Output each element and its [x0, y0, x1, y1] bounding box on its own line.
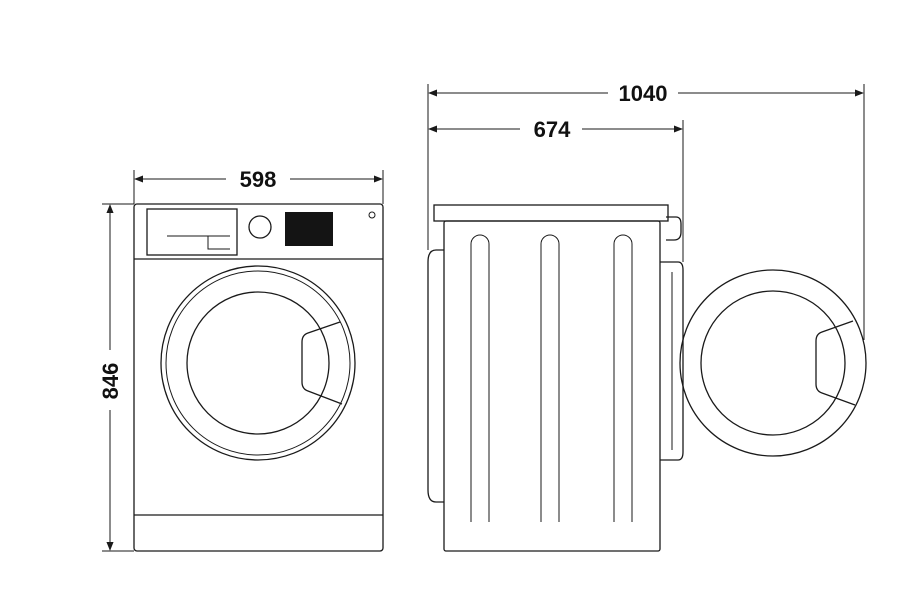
- open-door-glass: [700, 290, 846, 436]
- open-door-handle: [815, 320, 856, 406]
- door-ring-inner-edge: [165, 270, 351, 456]
- detergent-drawer: [146, 208, 238, 256]
- front-knob-profile: [666, 216, 682, 241]
- program-knob: [248, 215, 272, 239]
- door-glass: [186, 291, 330, 435]
- drawer-handle-detail: [207, 236, 230, 250]
- dimension-height: 846: [98, 203, 134, 552]
- open-door-view: [679, 269, 867, 457]
- door-outer-ring: [160, 265, 356, 461]
- display-panel: [285, 212, 333, 246]
- rear-bulge: [427, 249, 444, 503]
- front-view: [133, 203, 384, 552]
- dimension-width: 598: [133, 167, 384, 204]
- side-rib-3: [613, 234, 633, 522]
- side-rib-1: [470, 234, 490, 522]
- open-door-outer-ring: [679, 269, 867, 457]
- side-view: [427, 204, 684, 552]
- front-door-profile: [660, 261, 684, 461]
- side-rib-2: [540, 234, 560, 522]
- dimension-depth-door-open: 1040: [427, 81, 865, 340]
- depth-label: 674: [534, 117, 571, 142]
- dimension-depth: 674: [427, 117, 684, 262]
- front-cabinet: [133, 203, 384, 552]
- side-top-lid: [433, 204, 669, 222]
- power-button: [368, 211, 376, 219]
- open-depth-label: 1040: [619, 81, 668, 106]
- width-label: 598: [240, 167, 277, 192]
- side-body: [443, 220, 661, 552]
- door-handle: [301, 321, 343, 405]
- height-label: 846: [98, 363, 123, 400]
